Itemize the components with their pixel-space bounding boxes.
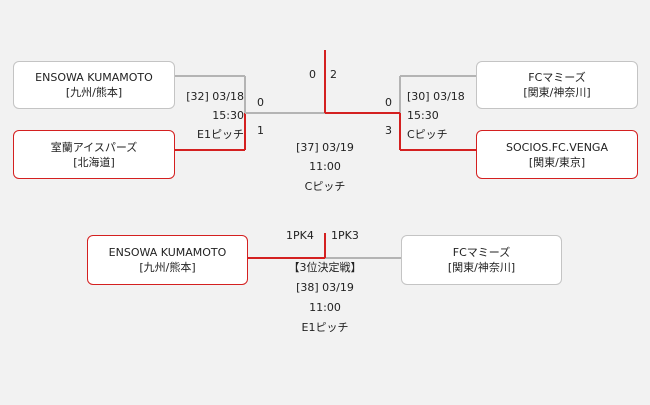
final-info-id-date: [37] 03/19	[296, 141, 354, 154]
score-match32-bottom: 1	[257, 124, 264, 137]
team-name: FCマミーズ	[528, 71, 586, 84]
team-region: [九州/熊本]	[139, 261, 196, 274]
team-region: [関東/神奈川]	[523, 86, 591, 99]
match32-info-id-date: [32] 03/18	[186, 90, 244, 103]
match30-info-id-date: [30] 03/18	[407, 90, 465, 103]
score-final-right: 2	[330, 68, 337, 81]
third-place-title: 【3位決定戦】	[288, 261, 362, 274]
score-match32-top: 0	[257, 96, 264, 109]
score-match30-top: 0	[385, 96, 392, 109]
score-third-left: 1PK4	[286, 229, 314, 242]
match30-info-pitch: Cピッチ	[407, 128, 448, 141]
match30-info-time: 15:30	[407, 109, 439, 122]
final-info-time: 11:00	[309, 160, 341, 173]
team-name: 室蘭アイスパーズ	[50, 140, 138, 154]
score-final-left: 0	[309, 68, 316, 81]
third-info-pitch: E1ピッチ	[301, 321, 349, 334]
third-info-id-date: [38] 03/19	[296, 281, 354, 294]
team-region: [北海道]	[73, 155, 115, 169]
third-info-time: 11:00	[309, 301, 341, 314]
team-card-socios-venga[interactable]: SOCIOS.FC.VENGA [関東/東京]	[476, 130, 638, 179]
team-card-ensowa-kumamoto[interactable]: ENSOWA KUMAMOTO [九州/熊本]	[13, 61, 175, 109]
team-card-muroran[interactable]: 室蘭アイスパーズ [北海道]	[13, 130, 175, 179]
team-card-third-left[interactable]: ENSOWA KUMAMOTO [九州/熊本]	[87, 235, 248, 285]
team-name: ENSOWA KUMAMOTO	[35, 71, 153, 84]
team-card-fc-mamies[interactable]: FCマミーズ [関東/神奈川]	[476, 61, 638, 109]
team-region: [九州/熊本]	[65, 86, 123, 99]
score-match30-bottom: 3	[385, 124, 392, 137]
team-region: [関東/東京]	[528, 155, 586, 169]
team-region: [関東/神奈川]	[447, 261, 516, 274]
team-name: SOCIOS.FC.VENGA	[506, 140, 608, 154]
match32-info-time: 15:30	[212, 109, 244, 122]
final-info-pitch: Cピッチ	[304, 180, 346, 193]
score-third-right: 1PK3	[331, 229, 359, 242]
team-card-third-right[interactable]: FCマミーズ [関東/神奈川]	[401, 235, 562, 285]
match32-info-pitch: E1ピッチ	[197, 128, 244, 141]
team-name: FCマミーズ	[452, 246, 511, 259]
team-name: ENSOWA KUMAMOTO	[108, 246, 227, 259]
